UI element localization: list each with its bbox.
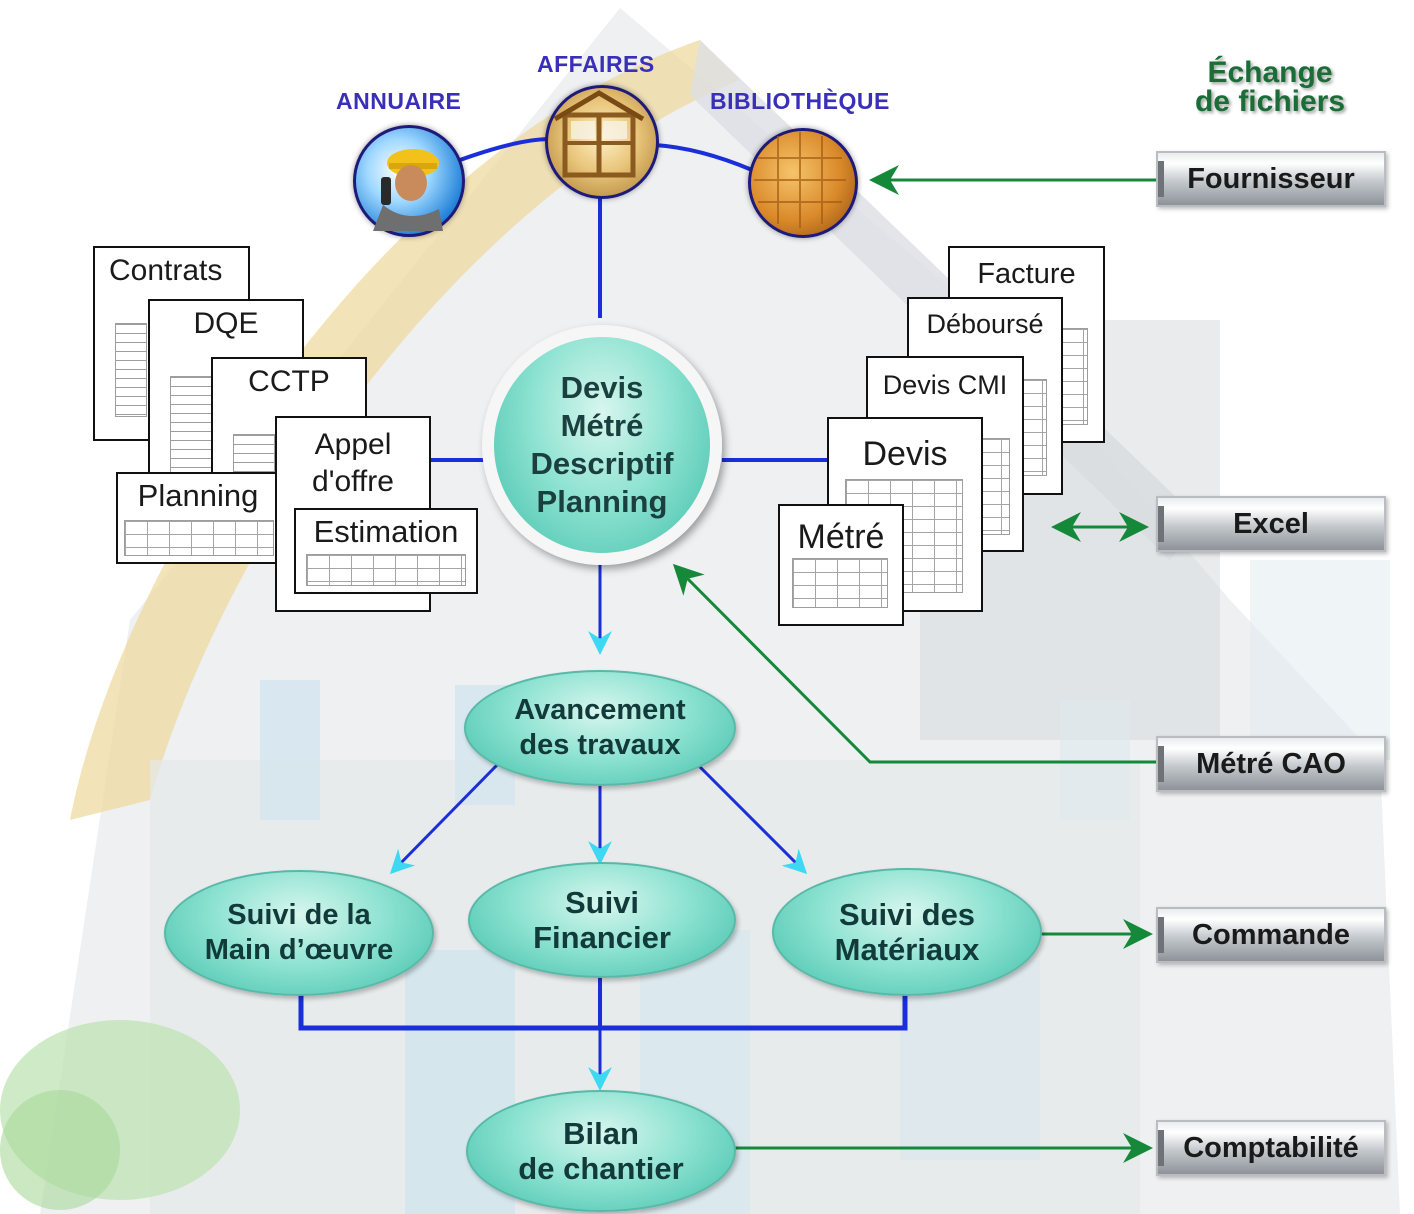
node-bilan-line-2: de chantier: [518, 1151, 684, 1186]
node-materiaux-line-2: Matériaux: [834, 932, 980, 967]
echange-title: Échange de fichiers: [1150, 56, 1390, 118]
doc-appel-offre-label: Appel d'offre: [277, 426, 429, 500]
metre-cao-arrow: [672, 563, 1156, 764]
node-financier-line-1: Suivi: [564, 885, 640, 920]
avancement-to-main-oeuvre-arrow: [389, 760, 502, 875]
center-node-body: Devis Métré Descriptif Planning: [494, 337, 710, 553]
doc-planning-label: Planning: [137, 478, 259, 513]
center-line-descriptif: Descriptif: [530, 446, 674, 481]
doc-planning[interactable]: Planning: [116, 472, 280, 564]
top-arc-link-right: [654, 143, 753, 172]
excel-box[interactable]: Excel: [1156, 496, 1386, 552]
doc-estimation-grid: [306, 554, 466, 586]
doc-estimation-label: Estimation: [313, 514, 459, 549]
echange-line-1: Échange: [1207, 56, 1333, 89]
doc-estimation[interactable]: Estimation: [294, 508, 478, 594]
avancement-to-materiaux-arrow: [693, 760, 808, 875]
center-line-planning: Planning: [536, 484, 668, 519]
center-node[interactable]: Devis Métré Descriptif Planning: [482, 325, 722, 565]
metre-cao-box[interactable]: Métré CAO: [1156, 736, 1386, 792]
doc-devis-cmi-label: Devis CMI: [882, 370, 1008, 400]
echange-line-2: de fichiers: [1194, 85, 1346, 118]
center-line-metre: Métré: [560, 408, 644, 443]
doc-metre-label: Métré: [797, 518, 885, 556]
doc-debourse-label: Déboursé: [926, 309, 1044, 339]
doc-metre-grid: [792, 558, 888, 608]
bibliotheque-label: BIBLIOTHÈQUE: [710, 88, 890, 114]
fournisseur-box[interactable]: Fournisseur: [1156, 151, 1386, 207]
center-line-devis: Devis: [560, 370, 644, 405]
doc-facture-label: Facture: [977, 258, 1076, 290]
node-financier-line-2: Financier: [533, 920, 671, 955]
doc-devis-cmi-grid: [978, 438, 1010, 535]
node-avancement[interactable]: Avancement des travaux: [464, 670, 736, 786]
annuaire-icon[interactable]: [353, 125, 465, 237]
doc-contrats-label: Contrats: [109, 254, 223, 287]
doc-cctp-lines: [233, 434, 275, 476]
doc-dqe-lines: [170, 376, 212, 473]
node-materiaux-line-1: Suivi des: [838, 897, 976, 932]
doc-planning-grid: [124, 520, 274, 556]
doc-devis-label: Devis: [862, 435, 948, 473]
node-avancement-line-1: Avancement: [514, 694, 686, 726]
doc-appel-line-2: d'offre: [312, 465, 394, 498]
node-financier[interactable]: Suivi Financier: [468, 862, 736, 978]
doc-contrats-lines: [115, 323, 147, 417]
affaires-label: AFFAIRES: [537, 51, 655, 77]
node-materiaux[interactable]: Suivi des Matériaux: [772, 868, 1042, 996]
doc-dqe-label: DQE: [193, 307, 259, 340]
doc-appel-line-1: Appel: [314, 428, 392, 461]
node-main-oeuvre-line-1: Suivi de la: [227, 899, 371, 931]
node-bilan[interactable]: Bilan de chantier: [466, 1090, 736, 1212]
doc-metre[interactable]: Métré: [778, 504, 904, 626]
comptabilite-box[interactable]: Comptabilité: [1156, 1120, 1386, 1176]
node-main-oeuvre-line-2: Main d’œuvre: [204, 934, 394, 966]
node-main-oeuvre[interactable]: Suivi de la Main d’œuvre: [164, 870, 434, 996]
bibliotheque-icon[interactable]: [748, 128, 858, 238]
suivi-collector-link: [298, 995, 908, 1031]
doc-cctp-label: CCTP: [248, 365, 330, 398]
affaires-icon[interactable]: [545, 85, 659, 199]
node-avancement-line-2: des travaux: [519, 729, 681, 761]
commande-box[interactable]: Commande: [1156, 907, 1386, 963]
doc-facture-grid: [1060, 328, 1088, 425]
annuaire-label: ANNUAIRE: [336, 88, 462, 114]
node-bilan-line-1: Bilan: [563, 1116, 639, 1151]
